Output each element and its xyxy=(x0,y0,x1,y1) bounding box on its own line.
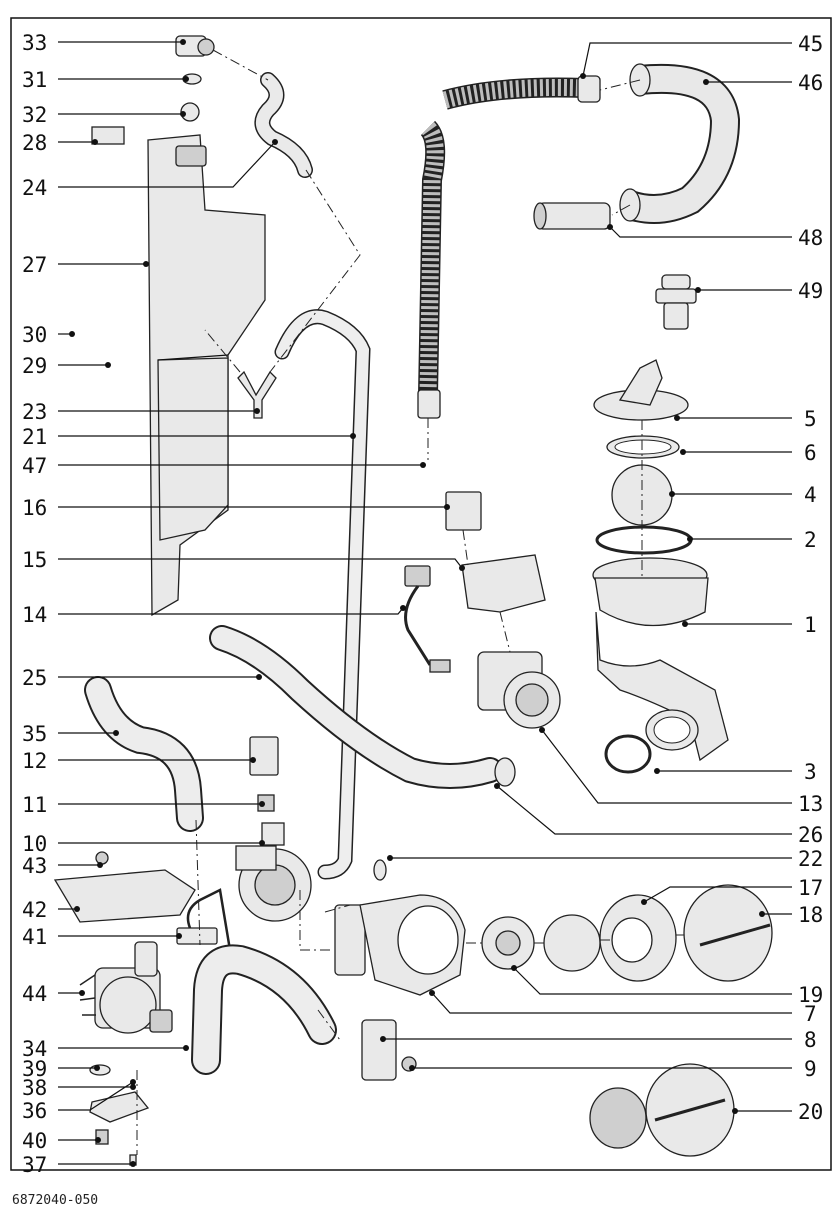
callout-2: 2 xyxy=(804,528,817,552)
callout-31: 31 xyxy=(22,68,47,92)
diagram-frame xyxy=(10,17,832,1171)
callout-13: 13 xyxy=(798,792,823,816)
callout-23: 23 xyxy=(22,400,47,424)
filter-20 xyxy=(589,1063,735,1157)
callout-labels-right: 45 46 48 49 5 6 4 2 1 3 13 26 22 17 18 1… xyxy=(798,32,823,1124)
callout-36: 36 xyxy=(22,1099,47,1123)
callout-38: 38 xyxy=(22,1076,47,1100)
dispenser-tank xyxy=(147,134,266,617)
level-switch-assembly xyxy=(404,491,546,673)
hose-clamp-26 xyxy=(494,757,516,787)
assembly-lines xyxy=(136,49,684,1155)
callout-41: 41 xyxy=(22,925,47,949)
callout-25: 25 xyxy=(22,666,47,690)
callout-5: 5 xyxy=(804,407,817,431)
callout-labels-left: 33 31 32 28 24 27 30 29 23 21 47 16 15 1… xyxy=(22,31,47,1177)
callout-49: 49 xyxy=(798,279,823,303)
callout-45: 45 xyxy=(798,32,823,56)
callout-46: 46 xyxy=(798,71,823,95)
callout-44: 44 xyxy=(22,982,47,1006)
callout-20: 20 xyxy=(798,1100,823,1124)
bracket-and-fasteners xyxy=(89,1064,150,1166)
callout-29: 29 xyxy=(22,354,47,378)
callout-19: 19 xyxy=(798,983,823,1007)
leader-lines xyxy=(58,39,792,1167)
drain-pump-13 xyxy=(477,651,561,729)
callout-48: 48 xyxy=(798,226,823,250)
callout-26: 26 xyxy=(798,823,823,847)
drawing-number: 6872040-050 xyxy=(12,1193,99,1208)
callout-11: 11 xyxy=(22,793,47,817)
callout-28: 28 xyxy=(22,131,47,155)
callout-9: 9 xyxy=(804,1057,817,1081)
callout-43: 43 xyxy=(22,854,47,878)
callout-15: 15 xyxy=(22,548,47,572)
callout-47: 47 xyxy=(22,454,47,478)
callout-14: 14 xyxy=(22,603,47,627)
callout-22: 22 xyxy=(798,847,823,871)
filter-housing xyxy=(334,859,466,1081)
callout-33: 33 xyxy=(22,31,47,55)
callout-1: 1 xyxy=(804,613,817,637)
heater-pump-parts xyxy=(235,736,312,922)
callout-35: 35 xyxy=(22,722,47,746)
y-connector xyxy=(237,370,277,419)
callout-27: 27 xyxy=(22,253,47,277)
callout-24: 24 xyxy=(22,176,47,200)
sump-housing xyxy=(592,557,729,774)
callout-12: 12 xyxy=(22,749,47,773)
u-bend-pipe xyxy=(533,63,741,230)
callout-39: 39 xyxy=(22,1057,47,1081)
corrugated-hose xyxy=(417,75,601,419)
callout-3: 3 xyxy=(804,760,817,784)
filter-cap-parts xyxy=(481,884,773,982)
callout-17: 17 xyxy=(798,876,823,900)
callout-21: 21 xyxy=(22,425,47,449)
plug-49 xyxy=(655,274,697,330)
callout-8: 8 xyxy=(804,1028,817,1052)
circulation-pump-44 xyxy=(79,941,173,1034)
callout-30: 30 xyxy=(22,323,47,347)
callout-40: 40 xyxy=(22,1129,47,1153)
callout-32: 32 xyxy=(22,103,47,127)
callout-37: 37 xyxy=(22,1153,47,1177)
callout-10: 10 xyxy=(22,832,47,856)
callout-18: 18 xyxy=(798,903,823,927)
callout-16: 16 xyxy=(22,496,47,520)
callout-34: 34 xyxy=(22,1037,47,1061)
valve-assembly xyxy=(91,35,215,167)
float-assembly xyxy=(593,359,693,555)
callout-6: 6 xyxy=(804,441,817,465)
callout-7: 7 xyxy=(804,1002,817,1026)
callout-42: 42 xyxy=(22,898,47,922)
callout-4: 4 xyxy=(804,483,817,507)
